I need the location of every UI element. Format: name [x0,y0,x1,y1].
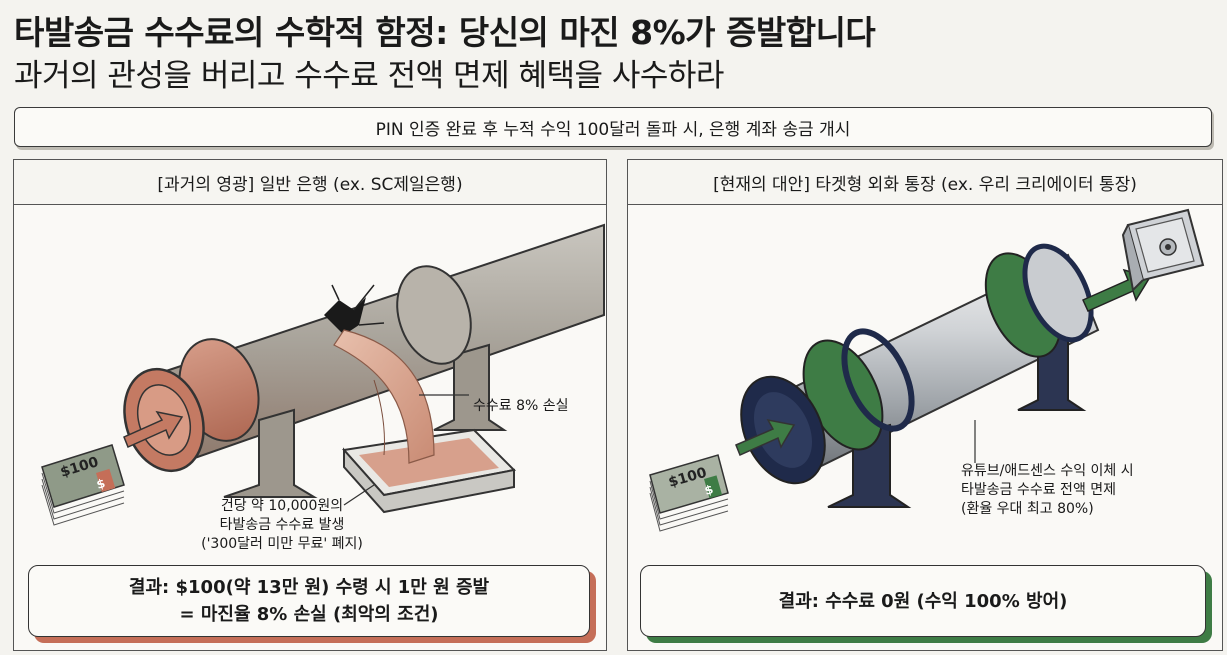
banner-text: PIN 인증 완료 후 누적 수익 100달러 돌파 시, 은행 계좌 송금 개… [375,119,851,140]
sealed-pipe-illustration: $100 $ [649,208,1205,532]
page-title: 타발송금 수수료의 수학적 함정: 당신의 마진 8%가 증발합니다 [14,13,876,52]
fee-note-line: 건당 약 10,000원의 [220,498,344,514]
benefit-note-line: 타발송금 수수료 전액 면제 [961,482,1117,498]
benefit-note: 유튜브/애드센스 수익 이체 시 타발송금 수수료 전액 면제 (환율 우대 최… [961,462,1191,519]
money-inflow: $100 $ [649,418,796,532]
page-subtitle: 과거의 관성을 버리고 수수료 전액 면제 혜택을 사수하라 [14,58,724,94]
account-result-line: 결과: 수수료 0원 (수익 100% 방어) [778,590,1068,612]
bill-symbol: $ [703,482,715,498]
bank-panel-heading: [과거의 영광] 일반 은행 (ex. SC제일은행) [14,160,606,205]
steel-pipe [740,243,1100,508]
fee-note: 건당 약 10,000원의 타발송금 수수료 발생 ('300달러 미만 무료'… [182,497,382,554]
bank-result-line: = 마진율 8% 손실 (최악의 조건) [179,604,439,625]
inflow-arrow [735,418,796,457]
leaking-water [333,329,435,464]
leak-tray [342,428,517,514]
fee-note-line: 타발송금 수수료 발생 [219,517,345,533]
rusty-pipe [123,223,605,498]
money-inflow: $100 $ [41,410,184,526]
bank-panel: [과거의 영광] 일반 은행 (ex. SC제일은행) [13,159,607,651]
leaking-pipe-illustration: $100 $ [41,223,605,526]
fee-note-line: ('300달러 미만 무료' 폐지) [201,536,363,552]
account-panel-heading: [현재의 대안] 타겟형 외화 통장 (ex. 우리 크리에이터 통장) [628,160,1222,205]
benefit-note-line: (환율 우대 최고 80%) [961,501,1094,517]
benefit-note-line: 유튜브/애드센스 수익 이체 시 [961,463,1134,479]
safe-icon [1121,208,1205,293]
inflow-arrow [123,410,184,449]
bank-result-box: 결과: $100(약 13만 원) 수령 시 1만 원 증발 = 마진율 8% … [28,565,590,637]
bank-result-line: 결과: $100(약 13만 원) 수령 시 1만 원 증발 [128,577,490,598]
leak-label: 수수료 8% 손실 [473,398,569,414]
condition-banner: PIN 인증 완료 후 누적 수익 100달러 돌파 시, 은행 계좌 송금 개… [14,107,1212,147]
account-panel: [현재의 대안] 타겟형 외화 통장 (ex. 우리 크리에이터 통장) [627,159,1223,651]
account-result-box: 결과: 수수료 0원 (수익 100% 방어) [640,565,1206,637]
bill-symbol: $ [95,476,107,492]
